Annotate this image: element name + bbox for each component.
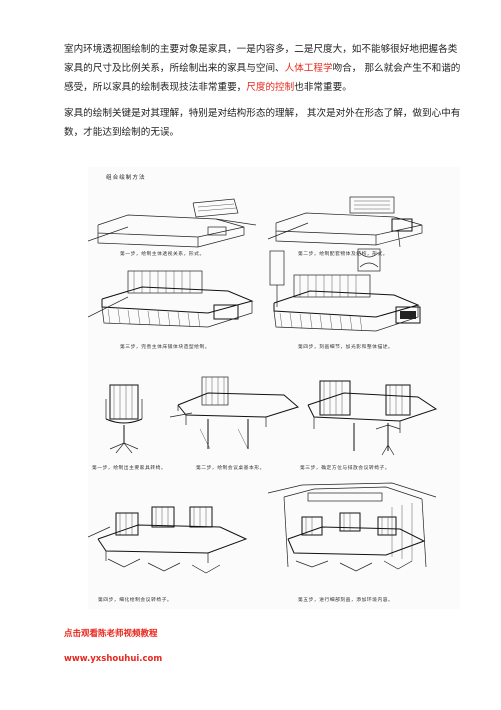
bed-sketch-step3: [88, 270, 254, 328]
intro-text-1: 室内环境透视图绘制的主要对象是家具，一是内容多，二是尺度大，如不能够很好地把握各…: [64, 44, 458, 74]
ergonomics-link[interactable]: 人体工程学: [284, 63, 333, 74]
bed-sketch-step2: [267, 196, 423, 248]
caption-3: 第三步，完善主体床铺体块造型绘制。: [120, 343, 210, 350]
intro-paragraph: 室内环境透视图绘制的主要对象是家具，一是内容多，二是尺度大，如不能够很好地把握各…: [64, 40, 464, 97]
table-sketch-step2: [169, 376, 300, 450]
figure-title: 组合绘制方法: [106, 173, 146, 181]
caption-4: 第四步，刻画细节，加光影和整体描述。: [298, 343, 393, 350]
scale-control-link[interactable]: 尺度的控制: [246, 82, 295, 93]
table-chairs-sketch-step3: [307, 380, 438, 456]
caption-7: 第三步，确定方位与排放会议转椅子。: [300, 464, 390, 471]
bed-sketch-step1: [88, 198, 257, 248]
room-sketch-step5: [267, 482, 437, 572]
caption-8: 第四步，细化绘制会议转椅子。: [98, 596, 172, 603]
caption-2: 第二步，绘制配套物体及结构，形式。: [298, 250, 388, 257]
furniture-paragraph: 家具的绘制关键是对其理解，特别是对结构形态的理解， 其次是对外在形态了解，做到心…: [64, 108, 461, 138]
chair-sketch-step1: [105, 384, 143, 454]
caption-9: 第五步，进行细部刻画，添加环境内容。: [298, 596, 393, 603]
caption-1: 第一步，绘制主体透视关系，形式。: [120, 250, 205, 257]
conference-sketch-step4: [88, 506, 248, 574]
website-link[interactable]: www.yxshouhui.com: [64, 654, 163, 664]
bed-sketch-step4: [269, 248, 421, 332]
caption-5: 第一步，绘制出主要家具转椅。: [92, 464, 166, 471]
sketch-figure: 组合绘制方法 第一步，绘制主体透视关系，形式。 第二步: [88, 167, 460, 609]
intro-text-3: 也非常重要。: [294, 82, 352, 93]
caption-6: 第二步，绘制会议桌基本形。: [196, 464, 265, 471]
video-tutorial-link[interactable]: 点击观看陈老师视频教程: [64, 629, 158, 639]
intro-text-2: 吻合， 那么就会产生不和谐的感受，所以家具的绘制表现技法非常重要，: [64, 63, 461, 93]
